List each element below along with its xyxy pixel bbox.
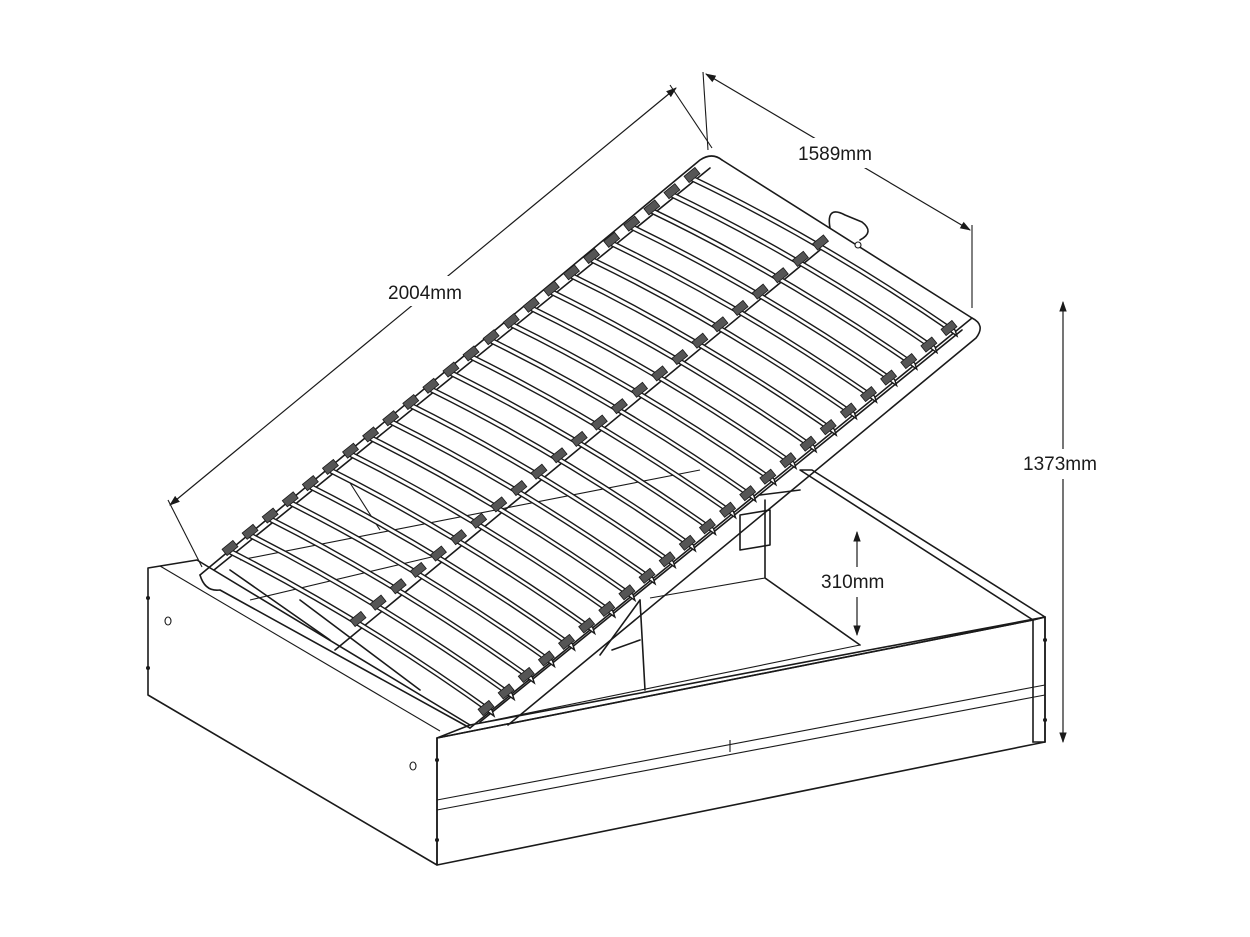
slat bbox=[548, 287, 818, 454]
slat bbox=[668, 189, 939, 355]
slat bbox=[487, 335, 758, 504]
slatted-frame bbox=[199, 155, 981, 729]
slat-holder bbox=[759, 468, 777, 485]
slat-holder bbox=[638, 567, 656, 584]
front-panel bbox=[436, 616, 1046, 866]
slat-holder bbox=[900, 352, 918, 370]
slat bbox=[307, 481, 576, 652]
slat-holder bbox=[470, 512, 488, 529]
slat-holder bbox=[880, 369, 898, 386]
slat-holder bbox=[517, 666, 535, 684]
slat-holder bbox=[711, 316, 729, 333]
slat-holder bbox=[678, 534, 696, 551]
slat-holder bbox=[477, 699, 495, 717]
right-side-panel bbox=[799, 469, 1046, 621]
slat bbox=[327, 465, 596, 636]
slat bbox=[467, 352, 737, 520]
slat-holder bbox=[698, 518, 716, 535]
slat-holder bbox=[369, 594, 387, 611]
slat-holder bbox=[751, 283, 769, 300]
slat bbox=[367, 433, 637, 603]
slat-holder bbox=[349, 610, 367, 628]
length-label: 2004mm bbox=[388, 283, 462, 304]
slat bbox=[287, 497, 556, 669]
slat bbox=[568, 270, 838, 437]
slat-holder bbox=[839, 402, 857, 419]
slat-holder bbox=[691, 332, 709, 349]
slat-holder bbox=[409, 561, 427, 578]
slat-holder bbox=[719, 501, 737, 518]
slat-holder bbox=[261, 507, 279, 524]
width-label: 1589mm bbox=[798, 144, 872, 165]
slat-holder bbox=[683, 166, 701, 184]
slat-holder bbox=[771, 267, 789, 284]
slat-holder bbox=[598, 600, 616, 617]
slat-holder bbox=[450, 529, 468, 546]
slat-holder bbox=[811, 234, 830, 251]
lift-handle[interactable] bbox=[828, 211, 869, 241]
slat-holder bbox=[731, 299, 749, 317]
slat bbox=[266, 514, 536, 685]
slat-holder bbox=[429, 545, 447, 562]
slat-holder bbox=[497, 683, 515, 700]
slat-holder bbox=[779, 452, 797, 469]
slat-holder bbox=[859, 386, 877, 403]
slat bbox=[347, 449, 617, 619]
slat-holder bbox=[799, 435, 817, 452]
slat bbox=[528, 303, 798, 470]
slat-holder bbox=[819, 419, 837, 436]
slat bbox=[246, 530, 516, 702]
slat bbox=[226, 546, 496, 718]
slat-holder bbox=[940, 319, 958, 337]
slat-holder bbox=[658, 551, 676, 568]
slat-holder bbox=[618, 584, 636, 601]
slat-holder bbox=[578, 617, 596, 634]
slat bbox=[407, 400, 677, 570]
slat bbox=[447, 368, 717, 537]
slat-holder bbox=[791, 250, 809, 267]
height-label: 1373mm bbox=[1023, 454, 1097, 475]
slat-holder bbox=[221, 539, 239, 557]
slat-holder bbox=[537, 650, 555, 667]
slat bbox=[387, 416, 657, 586]
bed-base bbox=[146, 469, 1047, 866]
storage-depth-label: 310mm bbox=[821, 572, 884, 593]
slat-holder bbox=[241, 523, 259, 540]
slat-holder bbox=[389, 578, 407, 595]
slat bbox=[588, 254, 858, 421]
slat bbox=[427, 384, 697, 553]
slat bbox=[608, 238, 878, 404]
slat-holder bbox=[739, 485, 757, 502]
slat bbox=[648, 206, 919, 371]
slat-holder bbox=[558, 633, 576, 650]
slat bbox=[508, 319, 778, 487]
slat-holder bbox=[920, 336, 938, 353]
